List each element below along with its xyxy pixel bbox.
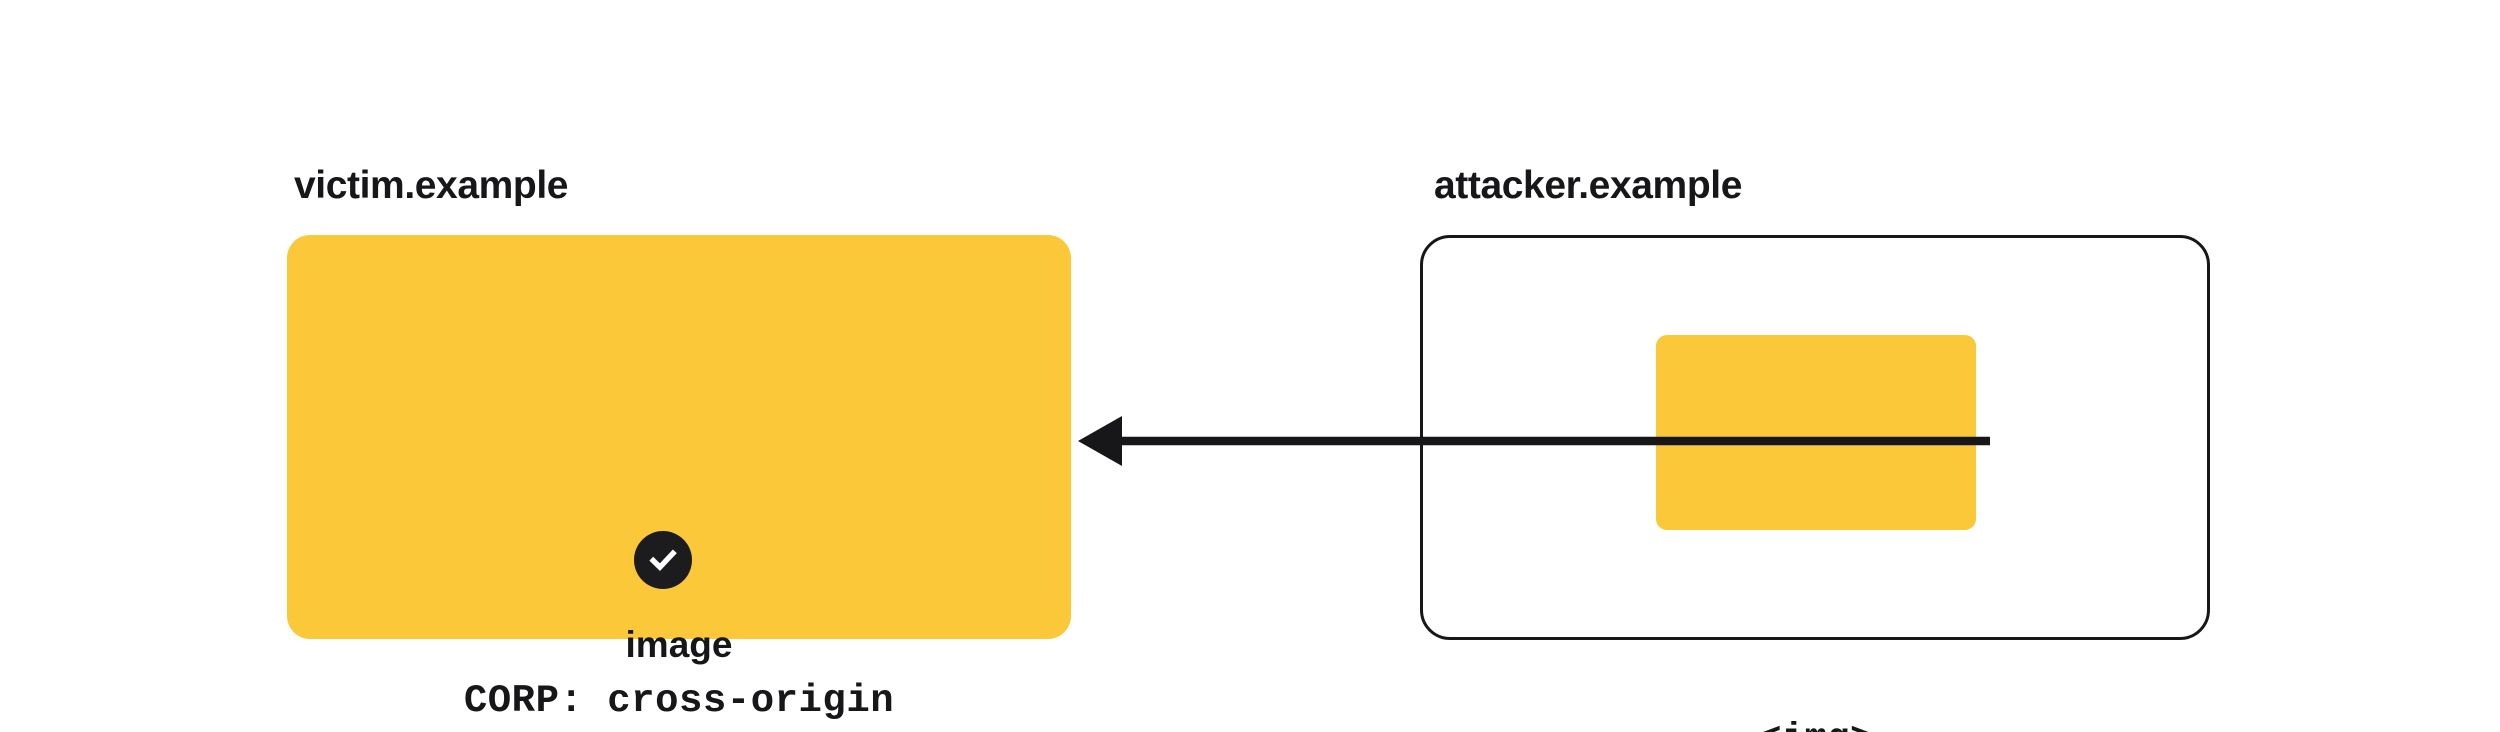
attacker-img-tag: <img> (1656, 717, 1976, 732)
check-circle-icon (634, 531, 692, 589)
victim-resource-type: image (625, 624, 733, 665)
victim-resource-card: image CORP: cross-origin (287, 235, 1071, 723)
victim-origin-label: victim.example (294, 164, 569, 207)
request-arrow-icon (1078, 416, 1990, 466)
attacker-origin-label: attacker.example (1434, 164, 1742, 207)
attacker-img-element-card: <img> loaded (1656, 335, 1976, 732)
victim-resource-corp-header: CORP: cross-origin (463, 679, 895, 723)
